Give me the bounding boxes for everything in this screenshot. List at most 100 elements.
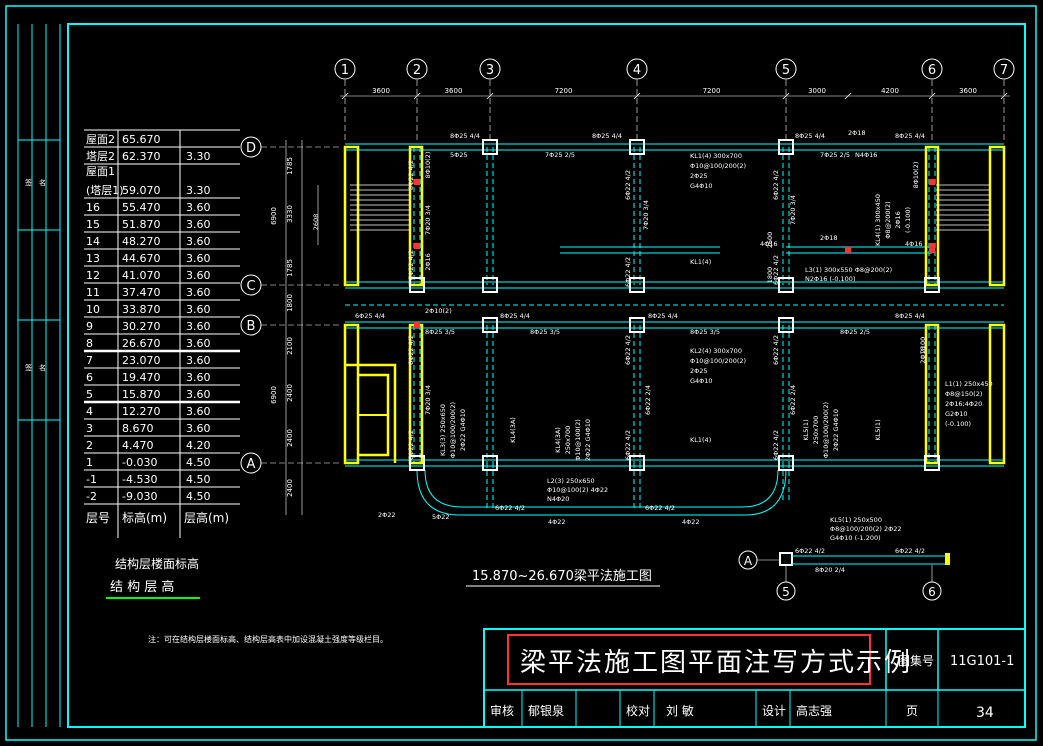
detail-beam-name: KL5(1) 250x500 xyxy=(830,516,882,524)
column xyxy=(409,277,425,293)
table-elev-cell: 65.670 xyxy=(122,133,161,146)
rebar-marker xyxy=(929,179,935,185)
rebar-marker xyxy=(929,243,935,249)
beam-annotation-vertical: Φ10@100(2) xyxy=(574,419,582,461)
beam-annotation-vertical: 2Φ16 xyxy=(894,211,902,229)
table-elev-cell: 15.870 xyxy=(122,388,161,401)
axis-label-1: 1 xyxy=(341,63,349,78)
column xyxy=(482,317,498,333)
beam-annotation-vertical: 6Φ22 4/2 xyxy=(624,170,632,200)
column xyxy=(629,455,645,471)
table-elev-cell: 62.370 xyxy=(122,150,161,163)
curved-beam-outer xyxy=(416,469,787,516)
detail-column xyxy=(779,552,793,566)
beam-annotation: 5Φ25 xyxy=(450,151,468,159)
column xyxy=(778,455,794,471)
axis-bubble-7 xyxy=(993,58,1015,80)
beam-annotation: 8Φ25 3/5 xyxy=(690,328,720,336)
table-level-cell: -1 xyxy=(86,473,97,486)
table-level-cell: 塔层2 xyxy=(86,150,115,163)
table-level-cell: 8 xyxy=(86,337,93,350)
check-name: 刘 敏 xyxy=(666,703,694,718)
table-level-cell: 3 xyxy=(86,422,93,435)
beam-annotation: 4Φ22 xyxy=(682,518,700,526)
table-elev-cell: 8.670 xyxy=(122,422,154,435)
beam-annotation: 6Φ22 4/2 xyxy=(645,504,675,512)
column xyxy=(778,139,794,155)
beam-annotation: 2Φ10(2) xyxy=(425,307,452,315)
beam-annotation: 6Φ22 4/2 xyxy=(495,504,525,512)
dim-tick xyxy=(413,92,421,100)
dim-tick xyxy=(486,92,494,100)
beam-annotation-vertical: 2608 xyxy=(312,214,320,231)
table-level-cell: 16 xyxy=(86,201,100,214)
beam-annotation: 8Φ25 4/4 xyxy=(648,312,678,320)
beam-annotation-vertical: KL5(1) xyxy=(802,419,810,440)
beam-annotation-vertical: 6Φ22 2/4 xyxy=(644,385,652,415)
table-height-cell: 4.50 xyxy=(186,473,211,486)
detail-axis-label-5: 5 xyxy=(782,585,790,599)
rebar-marker xyxy=(414,243,420,249)
beam-annotation: 7Φ25 2/5 xyxy=(545,151,575,159)
dim-tick xyxy=(928,92,936,100)
axis-bubble-4 xyxy=(626,58,648,80)
table-height-cell: 3.60 xyxy=(186,422,211,435)
beam-annotation-vertical: 6Φ22 4/2 xyxy=(772,430,780,460)
beam-annotation: 2Φ16;4Φ20 xyxy=(945,400,982,408)
rebar-marker xyxy=(929,247,935,253)
design-name: 高志强 xyxy=(796,703,832,718)
axis-label-3: 3 xyxy=(486,63,494,78)
column xyxy=(409,455,425,471)
beam-annotation-vertical: 6Φ22 4/2 xyxy=(772,255,780,285)
inner-frame xyxy=(67,23,1026,728)
detail-wall-end xyxy=(945,553,950,565)
beam-annotation-vertical: 2Φ22 G4Φ10 xyxy=(459,409,467,451)
beam-annotation: 4Φ16 xyxy=(905,240,923,248)
axis-label-C: C xyxy=(246,279,255,294)
beam-annotation: G4Φ10 xyxy=(690,377,713,385)
top-dim-text: 4200 xyxy=(881,87,899,95)
table-level-cell: 11 xyxy=(86,286,100,299)
table-height-cell: 4.50 xyxy=(186,456,211,469)
table-elev-cell: 30.270 xyxy=(122,320,161,333)
beam-annotation-vertical: KL4(3A) xyxy=(554,427,562,453)
beam-annotation-vertical: 250x700 xyxy=(812,416,820,445)
table-height-cell: 3.60 xyxy=(186,371,211,384)
beam-annotation-vertical: 2Φ22 G4Φ10 xyxy=(584,419,592,461)
beam-annotation-vertical: 7Φ20 3/4 xyxy=(789,195,797,225)
wall-right-lower xyxy=(988,323,1006,465)
beam-annotation-vertical: KL4(3A) xyxy=(509,417,517,443)
column xyxy=(629,277,645,293)
table-level-cell: 13 xyxy=(86,252,100,265)
beam-annotation: KL2(4) 300x700 xyxy=(690,347,742,355)
beam-annotation-vertical: 6Φ22 4/2 xyxy=(407,335,415,365)
beam-annotation-vertical: 7Φ20 3/4 xyxy=(424,205,432,235)
table-elev-cell: -0.030 xyxy=(122,456,157,469)
dim-tick xyxy=(633,92,641,100)
table-elev-cell: 44.670 xyxy=(122,252,161,265)
wall-6-upper xyxy=(924,145,940,287)
top-dim-text: 3600 xyxy=(372,87,390,95)
wall-6-lower xyxy=(924,323,940,465)
beam-annotation-vertical: 8Φ10(2) xyxy=(424,152,432,179)
table-level-cell: 10 xyxy=(86,303,100,316)
detail-stirrup: Φ8@100/200(2) 2Φ22 xyxy=(830,525,902,533)
left-dim-text: 1785 xyxy=(286,157,294,175)
side-stamp-3: 签 xyxy=(25,363,32,372)
column xyxy=(629,317,645,333)
beam-annotation-vertical: KL3(3) 250x650 xyxy=(439,404,447,456)
beam-annotation: 8Φ25 3/5 xyxy=(530,328,560,336)
beam-annotation: 8Φ25 3/5 xyxy=(425,328,455,336)
beam-annotation: 8Φ25 4/4 xyxy=(592,132,622,140)
rebar-marker xyxy=(845,247,851,253)
check-label: 校对 xyxy=(626,703,650,718)
table-level-cell: (塔层1) xyxy=(86,184,124,197)
axis-label-A: A xyxy=(247,457,256,472)
table-elev-cell: 51.870 xyxy=(122,218,161,231)
table-elev-cell: 19.470 xyxy=(122,371,161,384)
left-dim-text: 2400 xyxy=(286,429,294,447)
beam-annotation: Φ10@100(2) 4Φ22 xyxy=(547,486,608,494)
wall-2-upper xyxy=(408,145,424,287)
